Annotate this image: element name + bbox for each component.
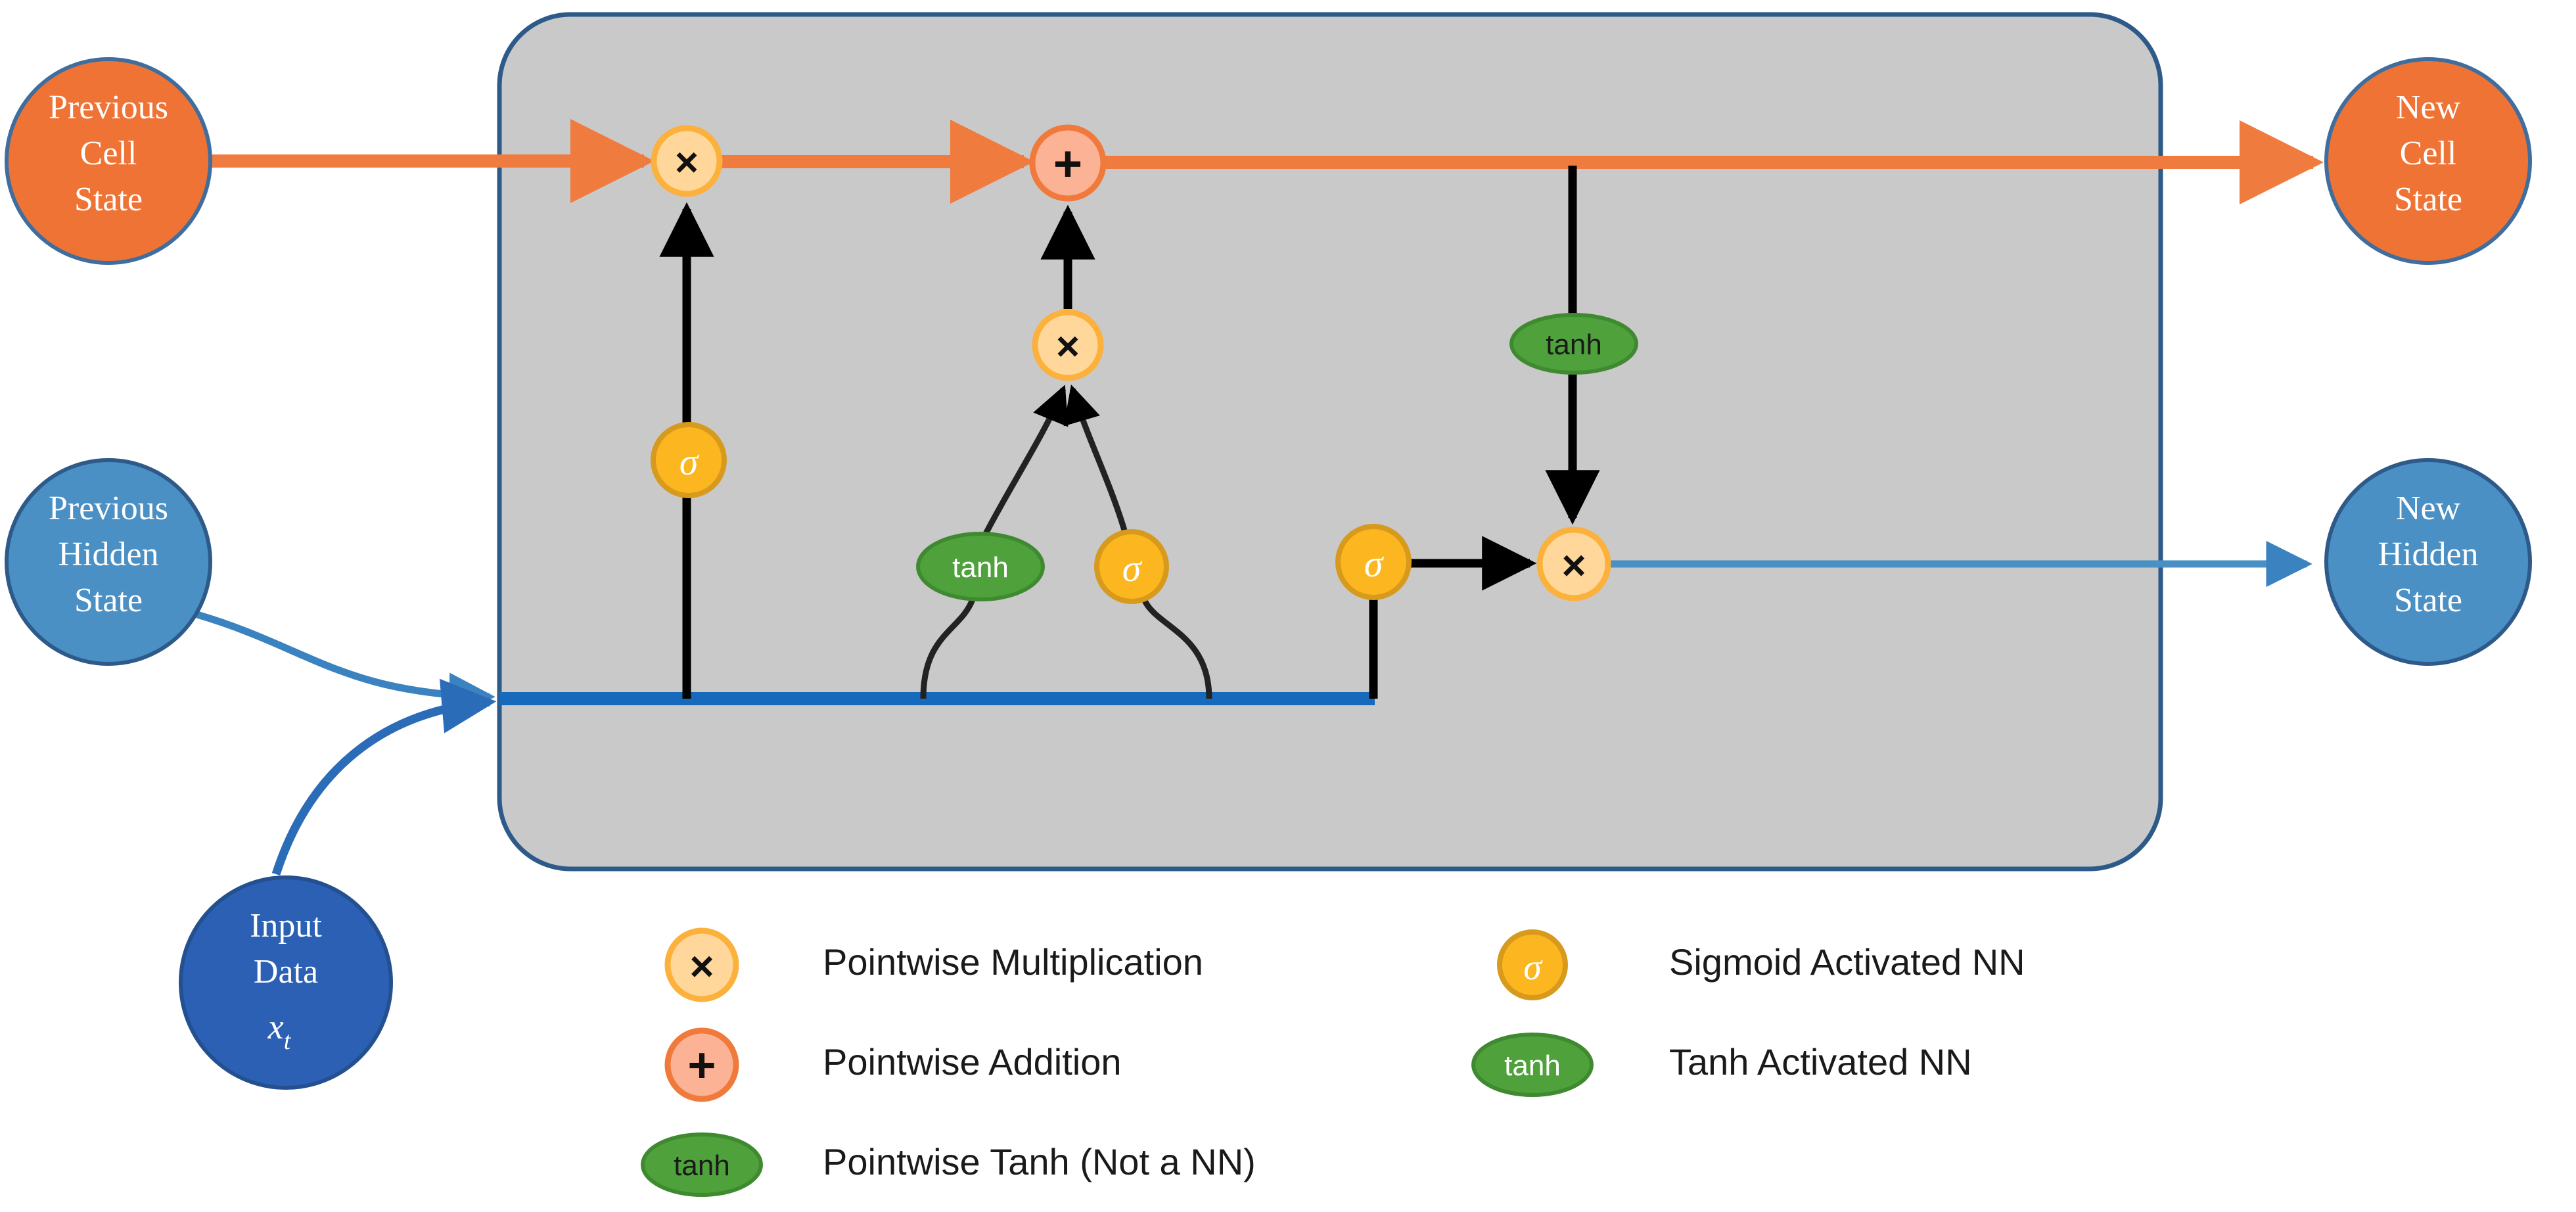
gate-input-sigmoid[interactable]: σ — [1094, 529, 1169, 604]
legend-item-tanh-activated-nn[interactable]: tanh Tanh Activated NN — [1471, 1033, 1972, 1097]
lstm-cell-box — [497, 12, 2163, 872]
node-new-cell-state[interactable]: New Cell State — [2324, 57, 2532, 265]
legend-multiply-symbol — [664, 927, 739, 1002]
legend-item-sigmoid-activated-nn[interactable]: σ Sigmoid Activated NN — [1497, 929, 2025, 1000]
node-new-hidden-state[interactable]: New Hidden State — [2324, 458, 2532, 666]
gate-cell-state-add[interactable]: + — [1029, 124, 1107, 202]
bus-to-input-sigmoid-line — [1141, 599, 1212, 699]
tanh-icon: tanh — [952, 551, 1009, 584]
prev-cell-state-label-1: Previous — [49, 89, 168, 126]
prev-cell-state-circle — [5, 57, 212, 265]
sigma-icon: σ — [1523, 947, 1543, 988]
plus-icon: + — [687, 1038, 716, 1092]
multiply-icon: × — [675, 140, 699, 185]
gate-forget-multiply[interactable]: × — [651, 125, 723, 197]
legend-add-label: Pointwise Addition — [823, 1041, 1122, 1083]
legend-tanh-pointwise-symbol — [641, 1132, 763, 1197]
tanh-icon: tanh — [1546, 329, 1602, 361]
legend-item-pointwise-addition[interactable]: + Pointwise Addition — [664, 1027, 1122, 1102]
legend-add-symbol — [664, 1027, 739, 1102]
input-data-symbol: xt — [267, 1007, 292, 1055]
bus-to-candidate-tanh-line — [920, 598, 976, 699]
cell-state-add-circle — [1029, 124, 1107, 202]
input-data-to-bus-arrow — [271, 678, 497, 875]
input-data-label-2: Data — [254, 953, 318, 991]
input-multiply-circle — [1032, 309, 1104, 381]
prev-hidden-state-label-2: Hidden — [58, 536, 158, 573]
legend-item-pointwise-tanh[interactable]: tanh Pointwise Tanh (Not a NN) — [641, 1132, 1256, 1197]
output-sigmoid-circle — [1335, 524, 1412, 600]
candidate-tanh-to-multiply-line — [983, 385, 1069, 536]
prev-hidden-to-bus-arrow — [196, 611, 495, 719]
forget-multiply-circle — [651, 125, 723, 197]
gate-input-multiply[interactable]: × — [1032, 309, 1104, 381]
output-tanh-ellipse — [1509, 313, 1638, 375]
legend-tanh-pointwise-label: Pointwise Tanh (Not a NN) — [823, 1141, 1256, 1182]
sigma-icon: σ — [1122, 547, 1143, 590]
new-cell-state-label-2: Cell — [2400, 135, 2457, 172]
input-data-circle — [179, 875, 393, 1090]
output-multiply-circle — [1536, 526, 1611, 601]
legend-tanh-nn-label: Tanh Activated NN — [1669, 1041, 1972, 1083]
sigma-icon: σ — [1364, 542, 1385, 585]
gate-candidate-tanh[interactable]: tanh — [916, 532, 1045, 601]
prev-hidden-state-circle — [5, 458, 212, 666]
gate-forget-sigmoid[interactable]: σ — [651, 422, 727, 498]
new-cell-state-circle — [2324, 57, 2532, 265]
prev-cell-state-label-3: State — [74, 181, 143, 218]
legend-tanh-nn-symbol — [1471, 1033, 1594, 1097]
input-sigmoid-to-multiply-line — [1063, 385, 1128, 534]
input-sigmoid-circle — [1094, 529, 1169, 604]
candidate-tanh-ellipse — [916, 532, 1045, 601]
new-cell-state-label-3: State — [2394, 181, 2462, 218]
legend-sigmoid-symbol — [1497, 929, 1568, 1000]
gate-output-sigmoid[interactable]: σ — [1335, 524, 1412, 600]
new-hidden-state-circle — [2324, 458, 2532, 666]
node-prev-hidden-state[interactable]: Previous Hidden State — [5, 458, 212, 666]
new-hidden-state-label-1: New — [2396, 490, 2461, 527]
gate-output-multiply[interactable]: × — [1536, 526, 1611, 601]
new-hidden-state-label-2: Hidden — [2378, 536, 2478, 573]
prev-cell-state-label-2: Cell — [80, 135, 137, 172]
multiply-icon: × — [689, 943, 714, 990]
new-hidden-state-label-3: State — [2394, 582, 2462, 619]
node-prev-cell-state[interactable]: Previous Cell State — [5, 57, 212, 265]
sigma-icon: σ — [679, 440, 700, 483]
forget-sigmoid-circle — [651, 422, 727, 498]
prev-hidden-state-label-1: Previous — [49, 490, 168, 527]
input-data-label-1: Input — [250, 907, 322, 944]
legend-multiply-label: Pointwise Multiplication — [823, 941, 1203, 983]
legend-sigmoid-label: Sigmoid Activated NN — [1669, 941, 2025, 983]
tanh-icon: tanh — [674, 1150, 730, 1182]
prev-hidden-state-label-3: State — [74, 582, 143, 619]
plus-icon: + — [1053, 136, 1082, 192]
new-cell-state-label-1: New — [2396, 89, 2461, 126]
multiply-icon: × — [1561, 542, 1586, 589]
gate-output-tanh-pointwise[interactable]: tanh — [1509, 313, 1638, 375]
multiply-icon: × — [1056, 324, 1080, 369]
legend-item-pointwise-multiplication[interactable]: × Pointwise Multiplication — [664, 927, 1203, 1002]
node-input-data[interactable]: Input Data xt — [179, 875, 393, 1090]
tanh-icon: tanh — [1504, 1050, 1561, 1082]
